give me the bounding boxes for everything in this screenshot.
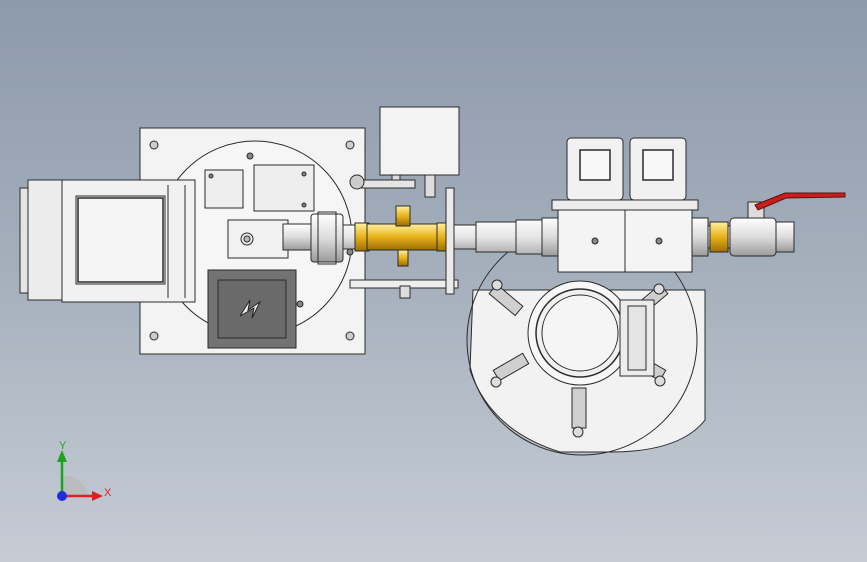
- brass-valve-stem[interactable]: [395, 205, 411, 227]
- bolt: [653, 283, 665, 295]
- mount-hole: [246, 152, 254, 160]
- ball-valve-body[interactable]: [729, 217, 777, 257]
- mount-hole: [149, 331, 159, 341]
- triad-plane: [62, 475, 90, 496]
- mount-hole: [296, 300, 304, 308]
- brass-valve-lower: [397, 249, 409, 267]
- ball-valve-handle[interactable]: [754, 192, 846, 211]
- solenoid-coil-1-cap: [579, 149, 611, 181]
- bolt: [572, 426, 584, 438]
- screw: [301, 171, 307, 177]
- pipe-nut: [541, 217, 561, 257]
- mount-hole: [149, 140, 159, 150]
- blower-motor[interactable]: [19, 179, 196, 303]
- solenoid-port: [655, 237, 663, 245]
- high-voltage-icon: [239, 299, 262, 319]
- screw: [208, 173, 214, 179]
- valve-bracket: [445, 187, 455, 295]
- control-modules[interactable]: [204, 164, 315, 349]
- bracket-post: [399, 285, 411, 299]
- coordinate-triad: Y X: [40, 438, 120, 508]
- solenoid-coil-2-cap: [642, 149, 674, 181]
- solenoid-flange: [551, 199, 699, 211]
- mount-hole: [345, 140, 355, 150]
- fan-strut: [571, 387, 587, 429]
- bolt: [491, 279, 503, 291]
- brass-valve-body[interactable]: [366, 223, 438, 251]
- pipe-coupling: [515, 219, 543, 255]
- union-nut-flat: [317, 211, 337, 265]
- motor-terminal-box-inner: [75, 195, 166, 285]
- burner-assembly[interactable]: [19, 106, 846, 456]
- mount-hole: [346, 248, 354, 256]
- y-axis-arrowhead: [57, 450, 67, 462]
- bolt: [654, 375, 666, 387]
- fan-strut: [492, 352, 530, 382]
- triad-graphic: [57, 450, 103, 501]
- pressure-switch[interactable]: [227, 219, 289, 259]
- z-axis-dot: [57, 491, 67, 501]
- union-fitting: [282, 223, 312, 251]
- motor-end-cap-inner: [27, 179, 66, 301]
- ball-valve-end: [775, 221, 795, 253]
- pressure-switch-port-inner: [243, 235, 251, 243]
- x-axis-arrowhead: [92, 491, 103, 501]
- mount-hole: [345, 331, 355, 341]
- brass-union: [709, 221, 729, 253]
- pipe-nut: [691, 217, 709, 257]
- fan-strut: [488, 283, 524, 317]
- x-axis-label: X: [104, 487, 112, 499]
- y-axis-label: Y: [59, 440, 67, 452]
- union-nut[interactable]: [310, 213, 344, 263]
- pipe-nipple: [453, 224, 477, 250]
- actuator-stem: [424, 174, 436, 198]
- solenoid-port: [591, 237, 599, 245]
- fan-housing[interactable]: [466, 224, 706, 456]
- gas-train[interactable]: [282, 106, 846, 299]
- bolt: [490, 376, 502, 388]
- fan-side-flange-inner: [627, 305, 647, 371]
- actuator-pivot: [349, 174, 365, 190]
- pipe: [475, 221, 517, 253]
- screw: [301, 202, 307, 208]
- motor-terminal-box: [77, 197, 164, 283]
- actuator-box[interactable]: [379, 106, 460, 176]
- fan-inlet-core: [541, 294, 619, 372]
